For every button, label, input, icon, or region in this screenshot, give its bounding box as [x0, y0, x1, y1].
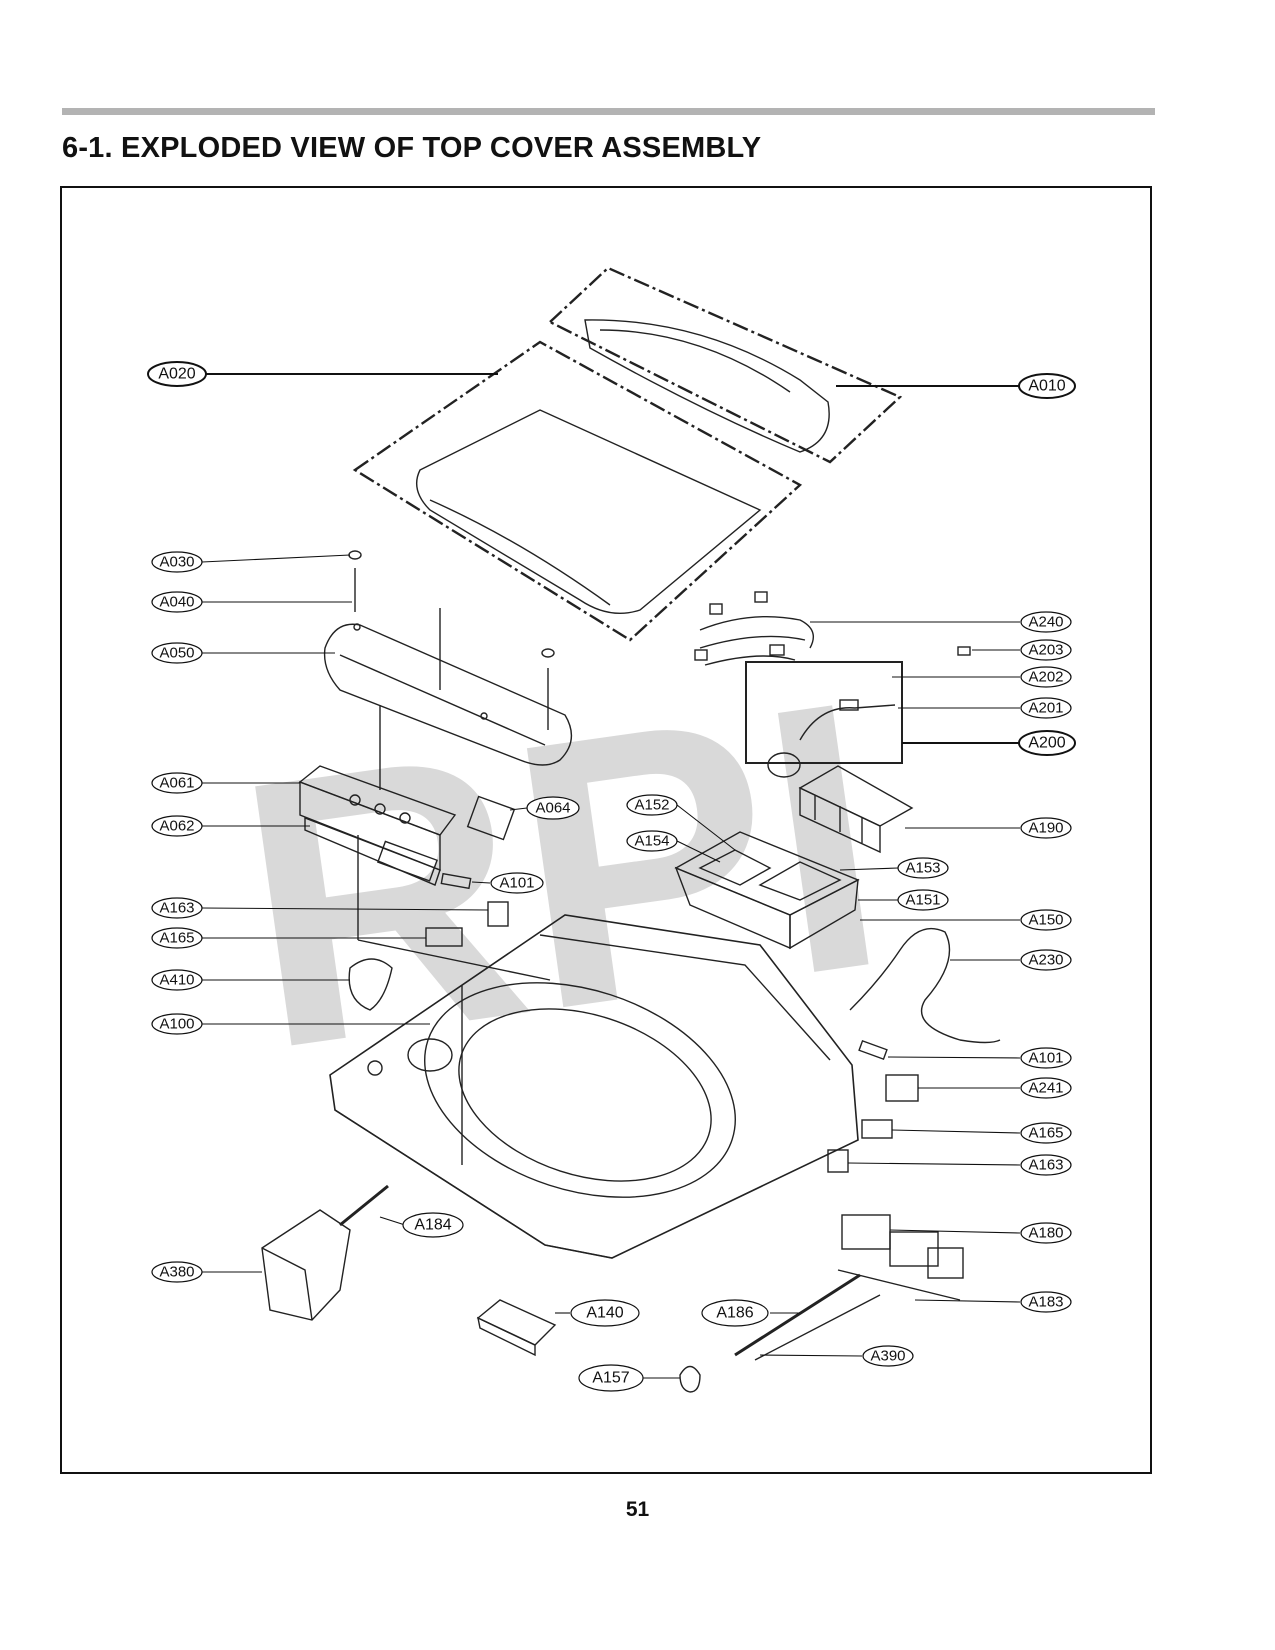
display-board-part	[466, 795, 516, 841]
callout-a190: A190	[1028, 820, 1063, 837]
callout-a064: A064	[535, 800, 570, 817]
callout-a202: A202	[1028, 669, 1063, 686]
callout-a100: A100	[159, 1016, 194, 1033]
power-cord-part	[849, 927, 1001, 1044]
water-valve-part	[837, 1214, 964, 1301]
cap-part	[679, 1365, 701, 1393]
callout-a184: A184	[414, 1217, 451, 1234]
pcb-assembly-part	[298, 705, 551, 981]
switch-part-a	[487, 901, 509, 927]
sensor-part-a	[425, 927, 463, 947]
callout-a203: A203	[1028, 642, 1063, 659]
callout-a157: A157	[592, 1370, 629, 1387]
diagram-frame	[60, 186, 1152, 1474]
plate-part-a	[440, 872, 472, 890]
callout-a154: A154	[634, 833, 669, 850]
callout-a150: A150	[1028, 912, 1063, 929]
plate-part-b	[858, 1039, 888, 1061]
callout-a153: A153	[905, 860, 940, 877]
callout-ellipses	[147, 361, 1076, 1392]
callout-a180: A180	[1028, 1225, 1063, 1242]
pressure-sensor-box	[745, 661, 903, 764]
callout-a151: A151	[905, 892, 940, 909]
page-number: 51	[625, 1498, 650, 1521]
callout-a040: A040	[159, 594, 194, 611]
bleach-cup-part	[261, 1209, 351, 1321]
callout-a410: A410	[159, 972, 194, 989]
callout-a183: A183	[1028, 1294, 1063, 1311]
callout-a050: A050	[159, 645, 194, 662]
callout-a201: A201	[1028, 700, 1063, 717]
control-panel-cover-part	[323, 550, 573, 766]
sensor-part-b	[861, 1119, 893, 1139]
callout-a163-left: A163	[159, 900, 194, 917]
callout-a010: A010	[1028, 378, 1065, 395]
clip-part	[957, 646, 971, 656]
top-rule	[62, 108, 1155, 115]
gasket-part	[348, 958, 393, 1011]
callout-a140: A140	[586, 1305, 623, 1322]
page-title: 6-1. EXPLODED VIEW OF TOP COVER ASSEMBLY	[62, 132, 762, 164]
wire-harness-part	[694, 591, 814, 666]
callout-a101-right: A101	[1028, 1050, 1063, 1067]
dispenser-drawer-part	[674, 831, 860, 950]
callout-a380: A380	[159, 1264, 194, 1281]
callout-a390: A390	[870, 1348, 905, 1365]
callout-a230: A230	[1028, 952, 1063, 969]
callout-a062: A062	[159, 818, 194, 835]
lid-lock-part	[476, 1299, 557, 1357]
hose-part	[339, 1184, 389, 1227]
cover-part	[885, 1074, 919, 1102]
watermark: RPI	[219, 620, 905, 1129]
callout-a165-right: A165	[1028, 1125, 1063, 1142]
lid-frame-part	[547, 266, 903, 464]
callout-a152: A152	[634, 797, 669, 814]
inlet-hose-part	[754, 1294, 881, 1361]
callout-a163-right: A163	[1028, 1157, 1063, 1174]
callout-a186: A186	[716, 1305, 753, 1322]
heater-tray-part	[798, 765, 914, 854]
callout-a020: A020	[158, 366, 195, 383]
callout-a165-left: A165	[159, 930, 194, 947]
callout-a240: A240	[1028, 614, 1063, 631]
pressure-sensor-part	[767, 699, 896, 778]
callout-a061: A061	[159, 775, 194, 792]
leader-lines	[201, 373, 1021, 1379]
top-cover-body-part	[329, 914, 859, 1259]
callout-a200: A200	[1028, 735, 1065, 752]
callout-a101-upper: A101	[499, 875, 534, 892]
valve-hose-part	[734, 1273, 861, 1357]
lid-glass-part	[352, 340, 803, 642]
callout-a030: A030	[159, 554, 194, 571]
callout-a241: A241	[1028, 1080, 1063, 1097]
